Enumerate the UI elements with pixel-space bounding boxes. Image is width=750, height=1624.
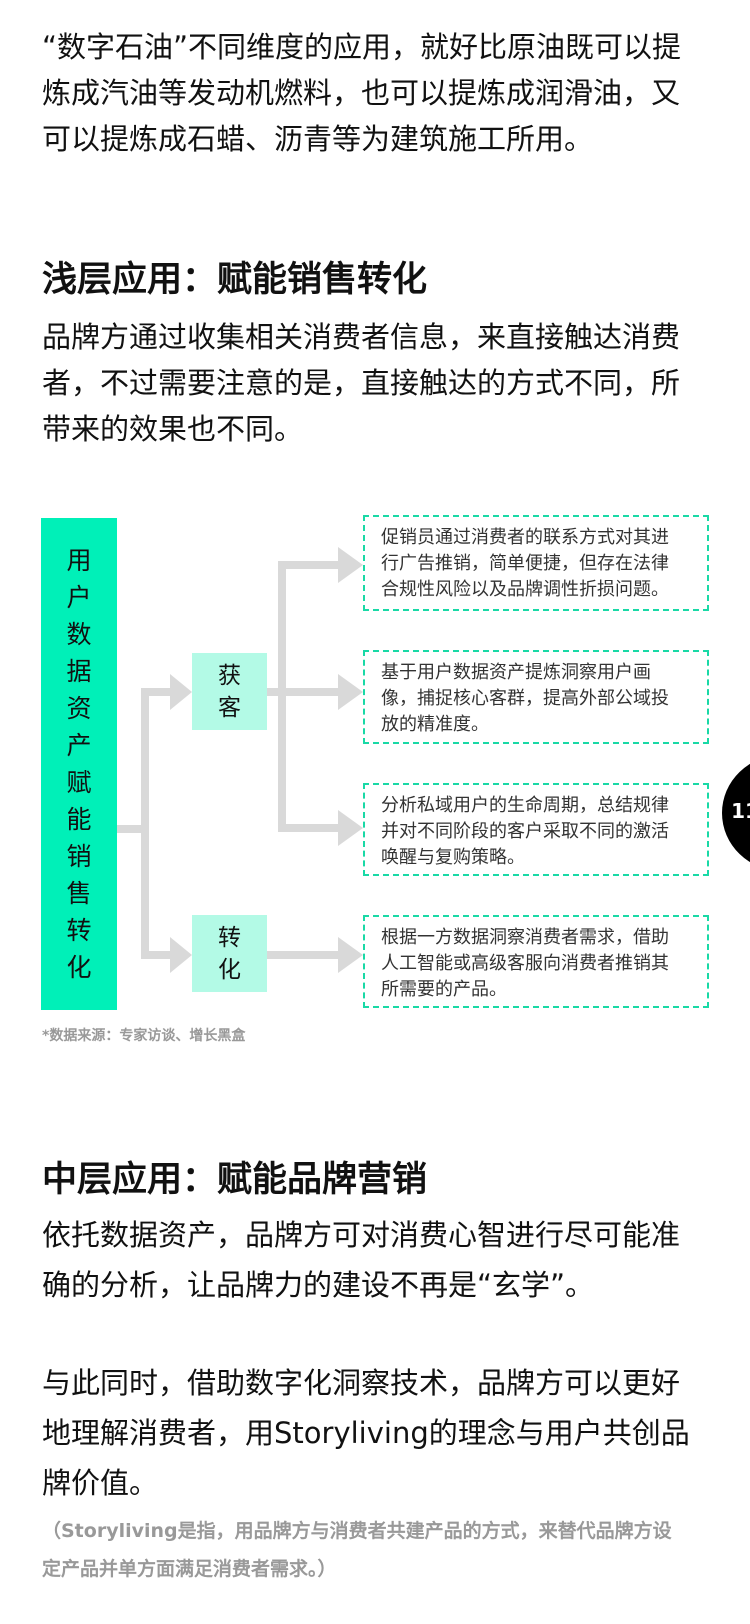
- root-char: 资: [66, 694, 92, 723]
- leaf-line: 唤醒与复购策略。: [381, 847, 525, 868]
- root-node-user-data-assets: 用户数据资产赋能销售转化: [41, 518, 117, 1010]
- leaf-line: 行广告推销，简单便捷，但存在法律: [381, 553, 669, 574]
- node-acquire: 获客: [192, 653, 267, 730]
- leaf-box: 基于用户数据资产提炼洞察用户画像，捕捉核心客群，提高外部公域投放的精准度。: [363, 650, 709, 744]
- leaf-line: 像，捕捉核心客群，提高外部公域投: [381, 688, 669, 709]
- root-char: 产: [66, 731, 92, 760]
- leaf-box: 促销员通过消费者的联系方式对其进行广告推销，简单便捷，但存在法律合规性风险以及品…: [363, 515, 709, 611]
- leaf-line: 促销员通过消费者的联系方式对其进: [381, 527, 669, 548]
- root-char: 转: [66, 916, 92, 945]
- section1-line: 品牌方通过收集相关消费者信息，来直接触达消费: [42, 320, 681, 354]
- section2-line: 依托数据资产，品牌方可对消费心智进行尽可能准: [42, 1218, 681, 1252]
- note-line: 定产品并单方面满足消费者需求。）: [42, 1558, 337, 1580]
- section1-line: 带来的效果也不同。: [42, 412, 304, 446]
- leaf-line: 并对不同阶段的客户采取不同的激活: [381, 821, 669, 842]
- leaf-line: 合规性风险以及品牌调性折损问题。: [381, 579, 669, 600]
- node-char: 获: [218, 662, 241, 689]
- leaf-box: 分析私域用户的生命周期，总结规律并对不同阶段的客户采取不同的激活唤醒与复购策略。: [363, 783, 709, 876]
- section1-title: 浅层应用：赋能销售转化: [42, 260, 428, 300]
- node-char: 化: [218, 956, 241, 983]
- root-char: 户: [66, 583, 92, 612]
- leaf-line: 所需要的产品。: [381, 979, 507, 1000]
- node-char: 转: [218, 924, 241, 951]
- leaf-line: 分析私域用户的生命周期，总结规律: [381, 795, 669, 816]
- section2-line: 牌价值。: [42, 1466, 159, 1500]
- root-char: 销: [66, 842, 92, 871]
- intro-line: “数字石油”不同维度的应用，就好比原油既可以提: [42, 30, 682, 64]
- root-char: 赋: [66, 768, 92, 797]
- note-line: （Storyliving是指，用品牌方与消费者共建产品的方式，来替代品牌方设: [42, 1520, 672, 1542]
- root-char: 用: [66, 546, 92, 575]
- root-char: 售: [66, 879, 92, 908]
- leaf-line: 人工智能或高级客服向消费者推销其: [381, 953, 669, 974]
- section2-line: 地理解消费者，用Storyliving的理念与用户共创品: [42, 1416, 690, 1450]
- node-convert: 转化: [192, 915, 267, 992]
- intro-line: 可以提炼成石蜡、沥青等为建筑施工所用。: [42, 122, 594, 156]
- leaf-box: 根据一方数据洞察消费者需求，借助人工智能或高级客服向消费者推销其所需要的产品。: [363, 915, 709, 1008]
- leaf-line: 放的精准度。: [381, 714, 489, 735]
- section2-title: 中层应用：赋能品牌营销: [42, 1160, 428, 1200]
- page-number: 11: [731, 799, 750, 823]
- root-char: 能: [66, 805, 92, 834]
- root-char: 据: [66, 657, 92, 686]
- leaf-line: 根据一方数据洞察消费者需求，借助: [381, 927, 669, 948]
- root-char: 化: [66, 953, 92, 982]
- intro-line: 炼成汽油等发动机燃料，也可以提炼成润滑油，又: [42, 76, 681, 110]
- section2-line: 确的分析，让品牌力的建设不再是“玄学”。: [42, 1268, 595, 1302]
- leaf-line: 基于用户数据资产提炼洞察用户画: [381, 662, 651, 683]
- section2-line: 与此同时，借助数字化洞察技术，品牌方可以更好: [42, 1366, 681, 1400]
- node-char: 客: [218, 694, 241, 721]
- section1-line: 者，不过需要注意的是，直接触达的方式不同，所: [42, 366, 681, 400]
- data-source: *数据来源：专家访谈、增长黑盒: [42, 1028, 246, 1044]
- root-char: 数: [66, 620, 92, 649]
